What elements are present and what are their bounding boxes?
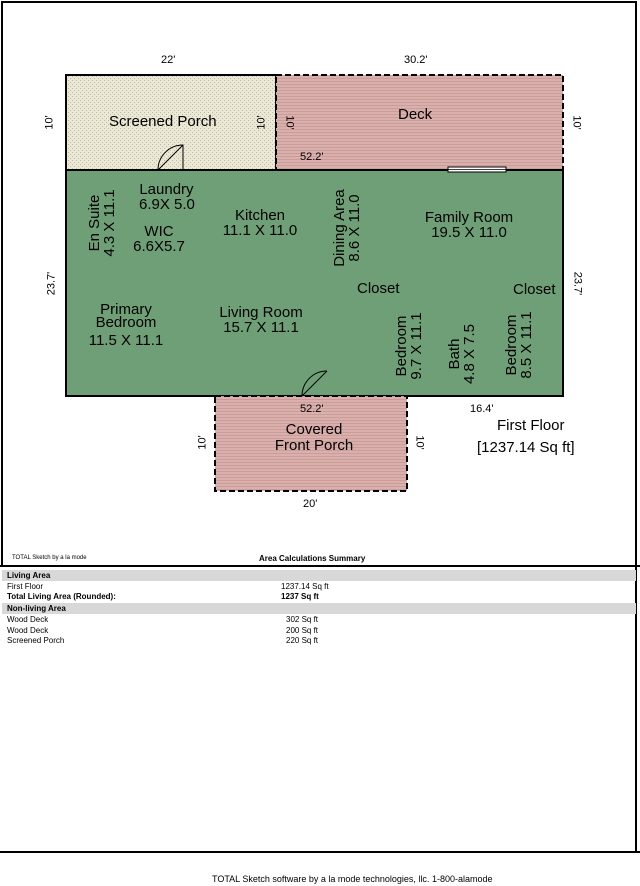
first-floor-area	[65, 169, 564, 397]
dining-area-label: Dining Area 8.6 X 11.0	[331, 189, 363, 267]
screened-porch-label: Screened Porch	[109, 113, 217, 130]
laundry-label: Laundry 6.9X 5.0	[139, 181, 195, 213]
living-room-label: Living Room 15.7 X 11.1	[219, 304, 303, 336]
nonliving-area-header: Non-living Area	[2, 603, 636, 614]
screened-porch-area	[65, 74, 277, 171]
floor-bottom-width: 52.2'	[300, 403, 324, 415]
bedroom-label-1: Bedroom 9.7 X 11.1	[393, 312, 425, 380]
wic-label: WIC 6.6X5.7	[133, 223, 185, 255]
living-area-header: Living Area	[2, 570, 636, 581]
screened-porch-left-height: 10'	[43, 115, 56, 130]
closet-label-1: Closet	[357, 280, 400, 297]
table-row: Total Living Area (Rounded): 1237 Sq ft	[7, 592, 319, 601]
front-porch-right-height: 10'	[413, 435, 426, 450]
deck-left-height: 10'	[283, 115, 296, 130]
screened-porch-right-height: 10'	[255, 115, 268, 130]
covered-front-porch-label: Covered Front Porch	[274, 421, 354, 454]
deck-width: 30.2'	[404, 54, 428, 66]
table-row: Screened Porch 220 Sq ft	[7, 636, 319, 645]
sketch-credit: TOTAL Sketch by a la mode	[12, 555, 87, 561]
table-row: First Floor 1237.14 Sq ft	[7, 582, 329, 591]
floor-left-height: 23.7'	[45, 271, 58, 296]
floor-name: First Floor	[497, 417, 565, 434]
deck-label: Deck	[398, 106, 433, 123]
table-row: Wood Deck 302 Sq ft	[7, 615, 319, 624]
bedroom-label-2: Bedroom 8.5 X 11.1	[503, 311, 535, 379]
primary-bedroom-label: Primary Bedroom 11.5 X 11.1	[88, 301, 164, 349]
deck-right-height: 10'	[570, 115, 583, 130]
deck-bottom-width: 52.2'	[300, 151, 324, 163]
summary-title: Area Calculations Summary	[259, 554, 366, 563]
closet-label-2: Closet	[513, 281, 556, 298]
bath-label: Bath 4.8 X 7.5	[446, 323, 478, 385]
floor-area: [1237.14 Sq ft]	[477, 439, 575, 456]
floor-right-bottom-width: 16.4'	[470, 403, 494, 415]
front-door-swing	[301, 370, 328, 397]
front-porch-left-height: 10'	[196, 435, 209, 450]
en-suite-label: En Suite 4.3 X 11.1	[86, 189, 118, 257]
screened-porch-width: 22'	[161, 54, 176, 66]
kitchen-label: Kitchen 11.1 X 11.0	[222, 207, 298, 239]
floor-right-height: 23.7'	[571, 271, 584, 296]
front-porch-width: 20'	[303, 498, 318, 510]
table-row: Wood Deck 200 Sq ft	[7, 626, 319, 635]
family-room-label: Family Room 19.5 X 11.0	[424, 209, 514, 241]
covered-front-porch-area	[214, 395, 408, 492]
footer-credit: TOTAL Sketch software by a la mode techn…	[212, 874, 493, 884]
